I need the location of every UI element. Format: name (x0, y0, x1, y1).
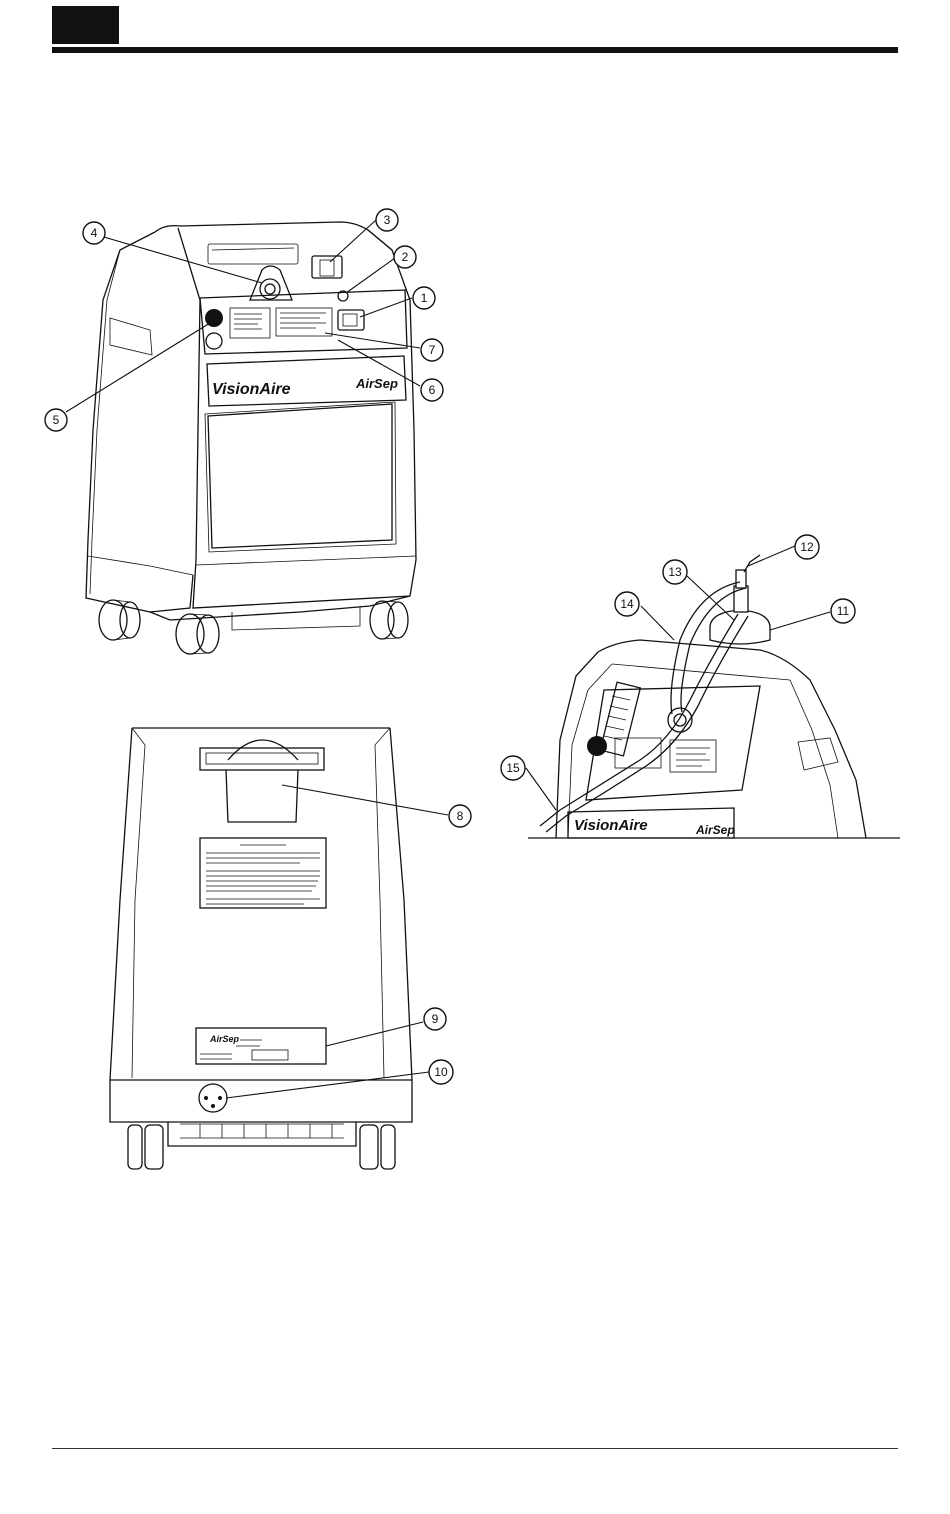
front-brand-name: VisionAire (212, 381, 291, 398)
front-brand-logo: AirSep (355, 376, 398, 391)
svg-text:5: 5 (53, 413, 60, 427)
front-wheel-center (176, 614, 219, 654)
svg-text:2: 2 (402, 250, 409, 264)
callout-7: 7 (421, 339, 443, 361)
callout-14: 14 (615, 592, 639, 616)
front-wheel-right (370, 601, 408, 639)
warning-label (200, 838, 326, 908)
callout-12: 12 (795, 535, 819, 559)
svg-text:6: 6 (429, 383, 436, 397)
humidifier-brand-name: VisionAire (574, 817, 648, 834)
front-wheel-left (99, 600, 140, 640)
callout-5: 5 (45, 409, 67, 431)
back-brand-logo: AirSep (209, 1034, 240, 1044)
svg-text:11: 11 (837, 604, 850, 618)
callout-6: 6 (421, 379, 443, 401)
callout-9: 9 (424, 1008, 446, 1030)
front-view-unit: VisionAire AirSep (86, 222, 416, 654)
callout-4: 4 (83, 222, 105, 244)
callout-3: 3 (376, 209, 398, 231)
callout-8: 8 (449, 805, 471, 827)
svg-text:14: 14 (620, 597, 634, 611)
back-wheel-right (360, 1125, 395, 1169)
back-view-unit: AirSep (110, 728, 412, 1169)
humidifier-brand-logo: AirSep (695, 823, 735, 837)
callout-1: 1 (413, 287, 435, 309)
back-wheel-left (128, 1125, 163, 1169)
svg-text:15: 15 (506, 761, 520, 775)
callout-13: 13 (663, 560, 687, 584)
svg-text:10: 10 (434, 1065, 448, 1079)
svg-text:1: 1 (421, 291, 428, 305)
svg-text:13: 13 (668, 565, 682, 579)
callout-2: 2 (394, 246, 416, 268)
svg-text:4: 4 (91, 226, 98, 240)
svg-text:12: 12 (800, 540, 814, 554)
humidifier-bottle (710, 610, 770, 644)
callout-10: 10 (429, 1060, 453, 1084)
svg-text:7: 7 (429, 343, 436, 357)
svg-text:3: 3 (384, 213, 391, 227)
svg-text:9: 9 (432, 1012, 439, 1026)
callout-15: 15 (501, 756, 525, 780)
callout-11: 11 (831, 599, 855, 623)
humidifier-view-unit: VisionAire AirSep (528, 555, 900, 838)
svg-text:8: 8 (457, 809, 464, 823)
